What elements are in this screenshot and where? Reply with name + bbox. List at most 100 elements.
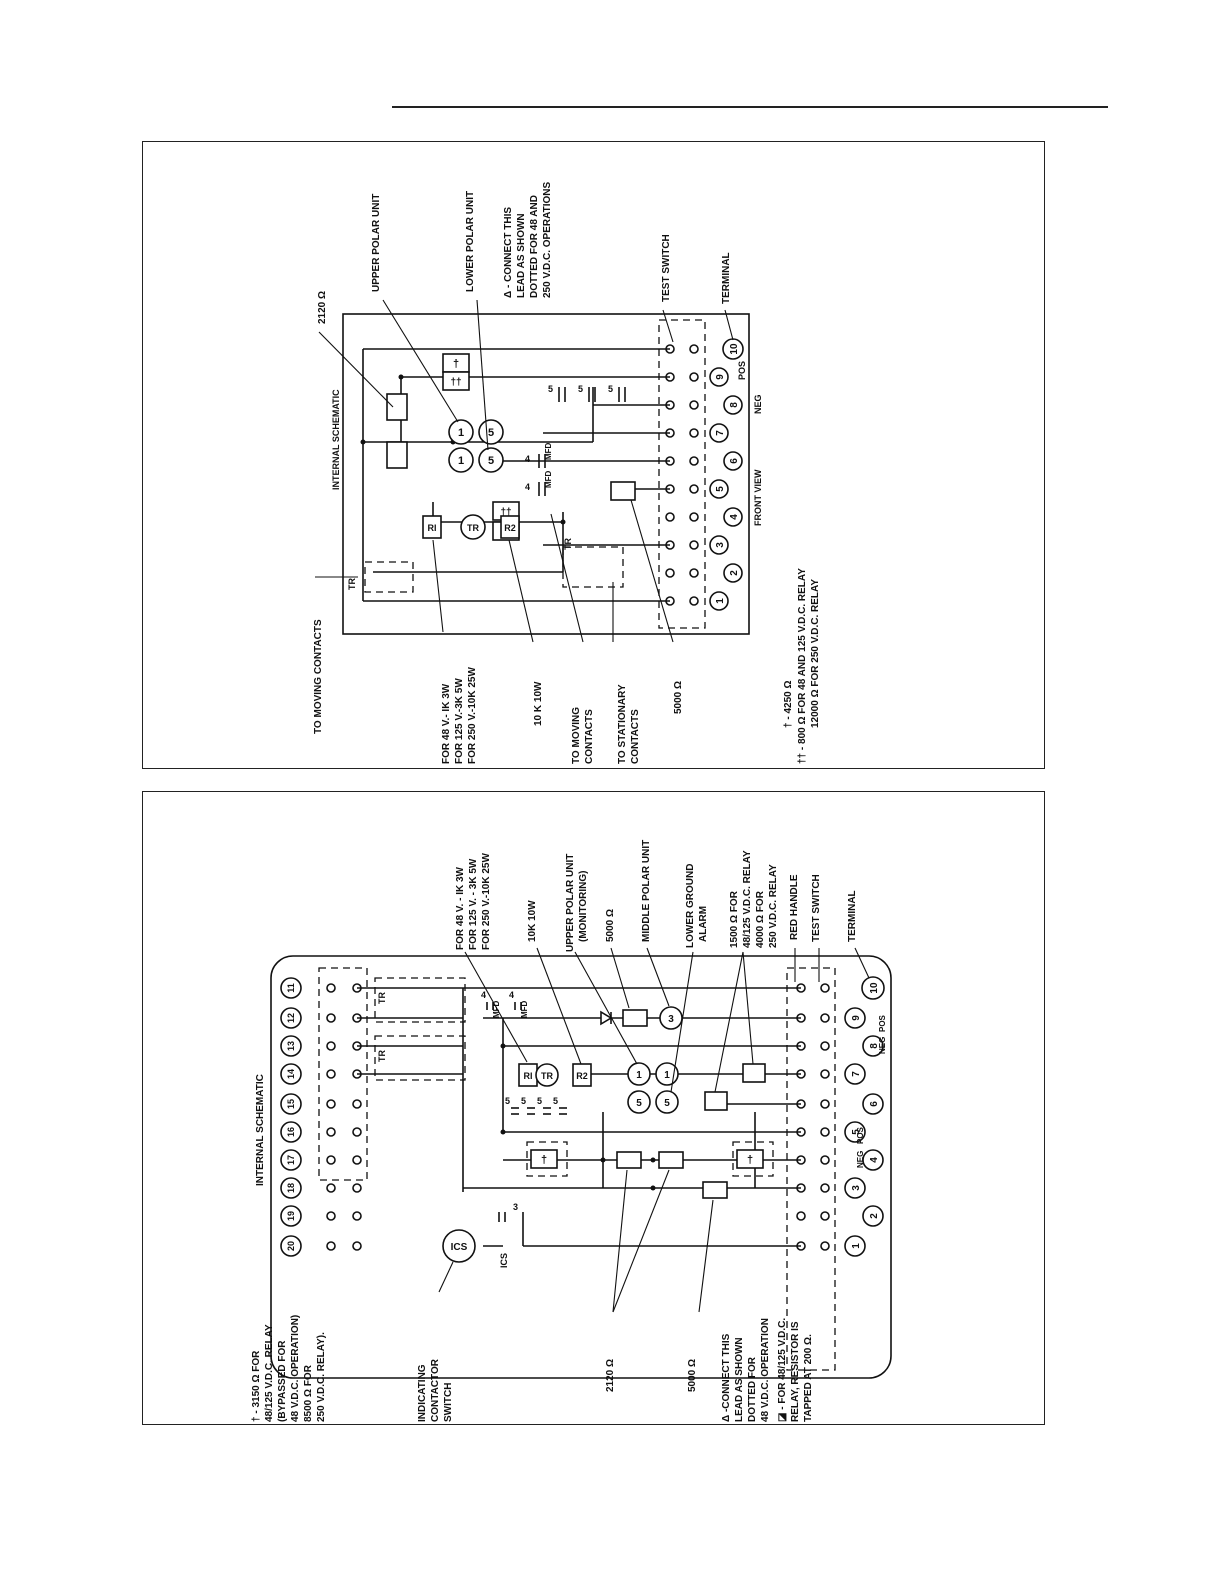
resistor-2120-a [386, 393, 408, 421]
terminal-b-7[interactable] [844, 1063, 866, 1085]
terminal-label-12: 12 [286, 1013, 296, 1023]
polar-b-1b: 1 [664, 1070, 670, 1081]
terminal-12[interactable] [280, 1007, 302, 1029]
terminal-15[interactable] [280, 1093, 302, 1115]
svg-text:UPPER POLAR UNIT: UPPER POLAR UNIT [565, 854, 576, 952]
label-to-stationary-contacts: TO STATIONARY CONTACTS [617, 684, 641, 764]
terminal-b-4[interactable] [862, 1149, 884, 1171]
terminal-b-5[interactable] [844, 1121, 866, 1143]
terminal-7[interactable] [709, 423, 729, 443]
ddagger-symbol-a: †† [450, 377, 461, 388]
pos-label-b: POS [856, 1126, 865, 1144]
cap-b-value-2: 5 [521, 1096, 526, 1106]
svg-text:DOTTED FOR 48 AND: DOTTED FOR 48 AND [529, 195, 540, 298]
svg-text:48/125 V.D.C. RELAY: 48/125 V.D.C. RELAY [264, 1324, 275, 1422]
label-terminal: TERMINAL [721, 252, 732, 304]
resistor-r2 [500, 515, 520, 539]
terminal-b-3[interactable] [844, 1177, 866, 1199]
svg-text:48 V.D.C. OPERATION): 48 V.D.C. OPERATION) [290, 1315, 301, 1422]
svg-text:RELAY, RESISTOR IS: RELAY, RESISTOR IS [790, 1321, 801, 1422]
tr-coil [460, 514, 486, 540]
terminal-1[interactable] [709, 591, 729, 611]
terminal-b-label-9: 9 [851, 1015, 862, 1021]
polar-unit-5b: 5 [488, 455, 494, 467]
ics-contact-label: ICS [499, 1253, 509, 1268]
svg-text:(BYPASSED FOR: (BYPASSED FOR [277, 1340, 288, 1422]
terminal-20[interactable] [280, 1235, 302, 1257]
internal-schematic-title: INTERNAL SCHEMATIC [331, 389, 341, 490]
terminal-8[interactable] [723, 395, 743, 415]
svg-text:TAPPED AT 200 Ω.: TAPPED AT 200 Ω. [803, 1334, 814, 1422]
svg-text:LEAD AS SHOWN: LEAD AS SHOWN [516, 213, 527, 298]
top-schematic-diagram: 1 2 3 4 5 6 7 8 9 10 POS NEG [313, 182, 821, 764]
front-view-label: FRONT VIEW [753, 469, 763, 526]
terminal-16[interactable] [280, 1121, 302, 1143]
svg-text:LOWER GROUND: LOWER GROUND [685, 864, 696, 948]
label-b-lower-ground: LOWER GROUND ALARM [685, 864, 709, 948]
terminal-14[interactable] [280, 1063, 302, 1085]
svg-text:CONTACTS: CONTACTS [584, 709, 595, 764]
terminal-b-1[interactable] [844, 1235, 866, 1257]
relay-enclosure [342, 313, 750, 635]
svg-text:250 V.D.C. RELAY: 250 V.D.C. RELAY [768, 864, 779, 948]
dagger-symbol-a: † [453, 358, 459, 370]
terminal-b-6[interactable] [862, 1093, 884, 1115]
cap-value-2: 5 [578, 384, 583, 394]
svg-text:48 V.D.C. OPERATION: 48 V.D.C. OPERATION [760, 1318, 771, 1422]
label-lower-polar-unit: LOWER POLAR UNIT [465, 191, 476, 292]
svg-text:FOR 250 V.-10K 25W: FOR 250 V.-10K 25W [481, 853, 492, 950]
terminal-b-10[interactable] [861, 976, 885, 1000]
terminal-19[interactable] [280, 1205, 302, 1227]
terminal-6[interactable] [723, 451, 743, 471]
cap-b-value-6: 4 [509, 990, 514, 1000]
terminal-18[interactable] [280, 1177, 302, 1199]
polar-b-3: 3 [668, 1014, 674, 1025]
upper-terminals [280, 977, 302, 1257]
label-to-moving-contacts: TO MOVING CONTACTS [313, 619, 324, 734]
terminal-3[interactable] [709, 535, 729, 555]
svg-text:CONTACTOR: CONTACTOR [430, 1358, 441, 1422]
polar-unit-1a: 1 [458, 427, 464, 439]
upper-terminal-box [318, 967, 368, 1181]
terminal-b-2[interactable] [862, 1205, 884, 1227]
polar-b-1a: 1 [636, 1070, 642, 1081]
label-10k-10w: 10 K 10W [533, 681, 544, 726]
cap-value-5: 4 [525, 482, 530, 492]
cap-value-1: 5 [548, 384, 553, 394]
label-b-5000-top: 5000 Ω [605, 909, 616, 942]
dagger-b-resistor-b [736, 1149, 764, 1169]
terminal-11[interactable] [280, 977, 302, 999]
terminal-b-9[interactable] [844, 1007, 866, 1029]
note-connect-lead: Δ - CONNECT THIS LEAD AS SHOWN DOTTED FO… [503, 182, 553, 298]
neg-label-a: NEG [878, 1037, 887, 1054]
terminal-17[interactable] [280, 1149, 302, 1171]
cap-value-4: 4 [525, 454, 530, 464]
test-switch-contacts [665, 344, 699, 606]
terminal-2[interactable] [723, 563, 743, 583]
terminal-4[interactable] [723, 507, 743, 527]
bottom-schematic-diagram: 11 12 13 14 15 16 17 18 19 20 1 [251, 840, 892, 1422]
cap-b-value-5: 4 [481, 990, 486, 1000]
terminal-9[interactable] [709, 367, 729, 387]
terminal-5[interactable] [709, 479, 729, 499]
terminal-13[interactable] [280, 1035, 302, 1057]
tr-label-a: TR [377, 992, 387, 1004]
label-b-10k-10w: 10K 10W [527, 900, 538, 942]
label-b-indicating-contactor: INDICATING CONTACTOR SWITCH [417, 1358, 454, 1422]
bottom-polar-units [627, 1006, 683, 1114]
label-test-switch: TEST SWITCH [661, 234, 672, 302]
terminal-b-label-4: 4 [869, 1157, 880, 1163]
lower-terminals [844, 976, 885, 1257]
test-switch-box [658, 319, 706, 629]
ddagger-resistor-a [442, 371, 470, 391]
resistor-r1 [422, 515, 442, 539]
terminal-b-8[interactable] [862, 1035, 884, 1057]
note-b-tap: ◪ - FOR 48/125 V.D.C. RELAY, RESISTOR IS… [777, 1318, 814, 1422]
note-b-connect-lead: Δ -CONNECT THIS LEAD AS SHOWN DOTTED FOR… [721, 1318, 771, 1422]
svg-text:8500 Ω FOR: 8500 Ω FOR [303, 1364, 314, 1422]
svg-text:INDICATING: INDICATING [417, 1364, 428, 1422]
svg-text:FOR 250 V.-10K 25W: FOR 250 V.-10K 25W [467, 667, 478, 764]
r1-label: RI [428, 523, 437, 533]
upper-switch-contacts [326, 983, 362, 1251]
diode [600, 1010, 613, 1026]
